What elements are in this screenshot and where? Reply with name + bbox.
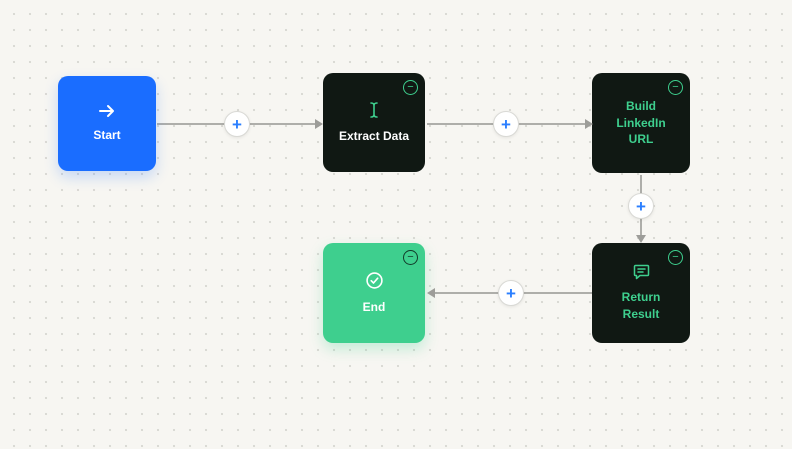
text-cursor-icon xyxy=(368,101,380,119)
node-end[interactable]: − End xyxy=(323,243,425,343)
remove-node-button[interactable]: − xyxy=(668,250,683,265)
minus-icon: − xyxy=(407,251,414,263)
remove-node-button[interactable]: − xyxy=(668,80,683,95)
plus-icon: + xyxy=(636,196,646,216)
node-end-label: End xyxy=(362,299,386,314)
node-return-result-label: Return Result xyxy=(621,289,661,321)
node-build-linkedin-url[interactable]: − Build LinkedIn URL xyxy=(592,73,690,173)
plus-icon: + xyxy=(232,114,242,134)
add-step-button-1[interactable]: + xyxy=(224,111,250,137)
node-start-label: Start xyxy=(93,127,121,142)
arrowhead-left-icon xyxy=(427,288,435,298)
node-build-linkedin-url-label: Build LinkedIn URL xyxy=(616,98,666,147)
node-return-result[interactable]: − Return Result xyxy=(592,243,690,343)
arrow-right-icon xyxy=(98,104,116,118)
arrowhead-right-icon xyxy=(585,119,593,129)
minus-icon: − xyxy=(672,81,679,93)
add-step-button-2[interactable]: + xyxy=(493,111,519,137)
remove-node-button[interactable]: − xyxy=(403,250,418,265)
arrowhead-right-icon xyxy=(315,119,323,129)
plus-icon: + xyxy=(501,114,511,134)
minus-icon: − xyxy=(672,251,679,263)
node-start[interactable]: Start xyxy=(58,76,156,171)
arrowhead-down-icon xyxy=(636,235,646,243)
message-icon xyxy=(633,264,650,280)
check-circle-icon xyxy=(365,271,384,290)
remove-node-button[interactable]: − xyxy=(403,80,418,95)
plus-icon: + xyxy=(506,283,516,303)
minus-icon: − xyxy=(407,81,414,93)
node-extract-data[interactable]: − Extract Data xyxy=(323,73,425,172)
add-step-button-4[interactable]: + xyxy=(498,280,524,306)
node-extract-data-label: Extract Data xyxy=(338,128,410,143)
add-step-button-3[interactable]: + xyxy=(628,193,654,219)
